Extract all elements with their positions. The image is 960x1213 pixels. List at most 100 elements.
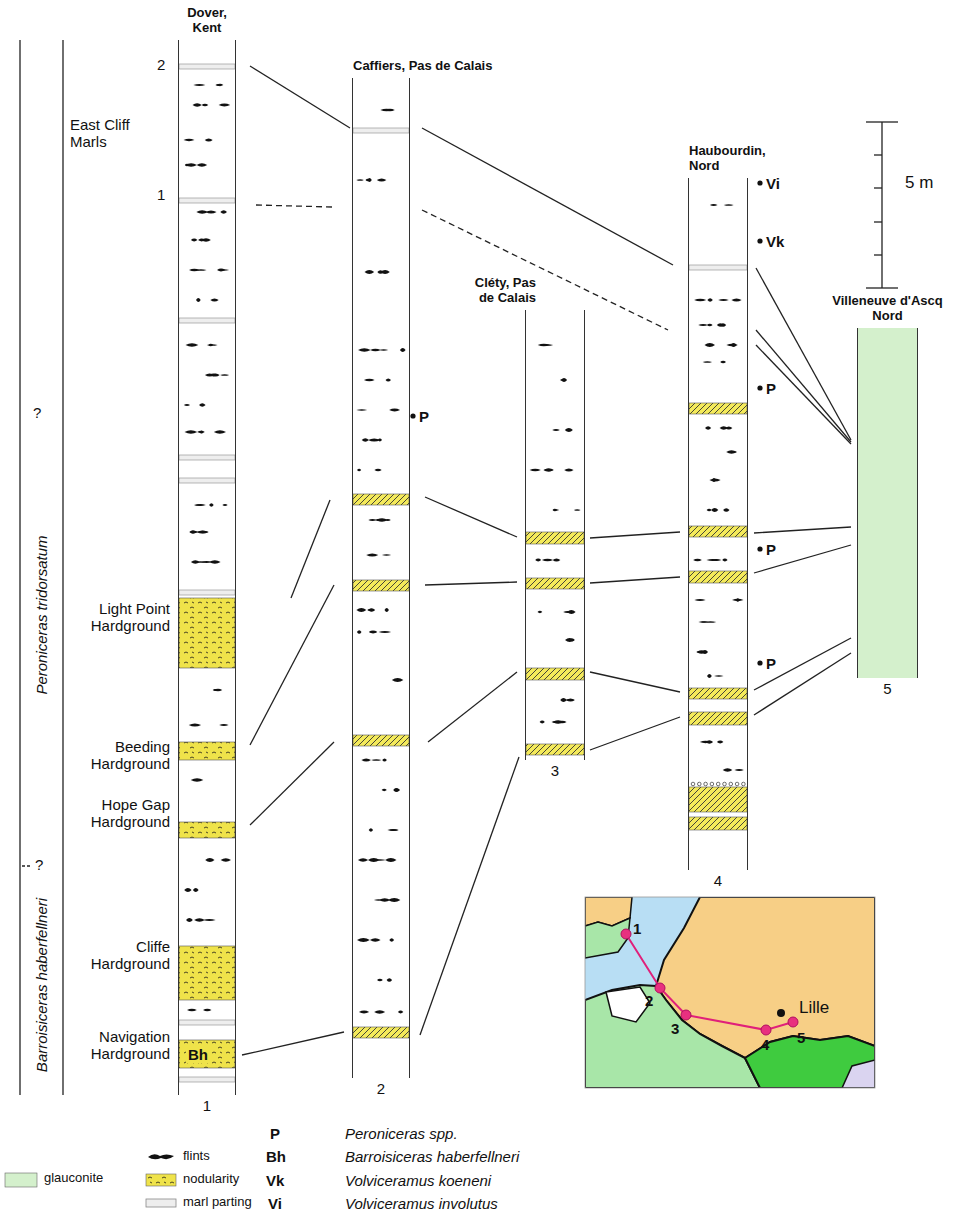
flint xyxy=(184,404,190,406)
site-marker xyxy=(761,1025,771,1035)
column-number: 3 xyxy=(551,763,559,780)
flint xyxy=(365,270,375,274)
flint xyxy=(191,239,198,242)
scale-tick xyxy=(866,287,898,288)
flint xyxy=(209,503,214,507)
flint xyxy=(535,559,541,562)
flint xyxy=(210,374,217,377)
flint xyxy=(732,599,744,601)
flint xyxy=(723,508,729,512)
flint xyxy=(553,509,559,511)
flint xyxy=(210,298,218,301)
flint xyxy=(389,938,394,942)
flint xyxy=(374,1010,385,1013)
map-frame xyxy=(585,897,875,1088)
land xyxy=(842,1060,875,1088)
hardground-band xyxy=(689,403,747,414)
sea xyxy=(585,897,875,1088)
correlation-line xyxy=(420,757,519,1035)
flint xyxy=(565,699,574,701)
hardground-name: Light Point Hardground xyxy=(75,600,170,635)
map-site-number: 3 xyxy=(671,1020,679,1037)
column-heading: Caffiers, Pas de Calais xyxy=(353,58,553,74)
flint xyxy=(538,611,543,613)
flint xyxy=(217,84,224,86)
flint xyxy=(707,324,713,327)
flint xyxy=(187,1009,197,1011)
flint xyxy=(566,699,575,702)
marl-swatch xyxy=(146,1199,176,1207)
legend-text: glauconite xyxy=(44,1171,103,1186)
hardground-band xyxy=(526,578,584,589)
hardground-name: Hope Gap Hardground xyxy=(75,796,170,831)
hardground-band xyxy=(179,598,235,668)
flint xyxy=(205,858,214,862)
stratigraphic-column: Caffiers, Pas de Calais2 xyxy=(352,78,410,1078)
hardground-band xyxy=(353,494,409,505)
fossil-code: Bh xyxy=(186,1046,210,1063)
flint xyxy=(357,469,361,471)
flint xyxy=(214,689,223,692)
flint xyxy=(369,828,373,831)
scale-tick xyxy=(874,254,882,255)
site-marker xyxy=(621,929,631,939)
flint xyxy=(214,430,226,434)
flint xyxy=(203,1009,212,1012)
flint xyxy=(558,721,566,723)
flint-swatch xyxy=(148,1154,174,1159)
fossil-dot xyxy=(757,238,762,243)
flint xyxy=(385,608,389,612)
flint xyxy=(356,608,366,612)
flint xyxy=(717,741,724,744)
flint xyxy=(362,438,369,441)
flint xyxy=(718,299,729,301)
flint xyxy=(705,343,716,347)
flint xyxy=(357,938,370,942)
flint xyxy=(382,554,391,556)
legend-swatches xyxy=(146,1154,176,1207)
location-map xyxy=(585,897,875,1088)
flint xyxy=(193,888,199,892)
correlation-line xyxy=(422,128,673,265)
flint xyxy=(720,361,726,363)
flint xyxy=(368,608,375,611)
flint xyxy=(189,723,201,726)
flint xyxy=(379,349,388,351)
map-site-number: 4 xyxy=(761,1036,769,1053)
hardground-band xyxy=(689,526,747,537)
scale-label: 5 m xyxy=(905,173,933,193)
site-marker xyxy=(788,1017,798,1027)
flint xyxy=(366,179,370,182)
flint xyxy=(207,344,218,346)
flint xyxy=(540,721,545,724)
flint xyxy=(369,631,378,634)
flint xyxy=(199,403,206,406)
flint xyxy=(389,829,398,831)
flint xyxy=(722,559,727,562)
uncertainty-mark: ? xyxy=(33,404,41,421)
marl-parting xyxy=(179,318,235,323)
hardground-band xyxy=(689,817,747,830)
flint xyxy=(564,469,573,472)
city-dot xyxy=(777,1009,785,1017)
fossil-code: P xyxy=(419,408,429,425)
flint xyxy=(186,918,193,922)
flint xyxy=(197,531,208,534)
column-heading: Haubourdin, Nord xyxy=(689,143,773,174)
column-heading: Dover, Kent xyxy=(179,5,235,36)
correlation-line xyxy=(250,585,334,745)
hardground-name: Beeding Hardground xyxy=(75,738,170,773)
correlation-line xyxy=(590,577,680,583)
land xyxy=(585,918,630,958)
flint xyxy=(205,139,213,142)
correlation-line xyxy=(754,653,851,715)
route-line xyxy=(626,934,793,1030)
flint xyxy=(565,638,574,642)
flint xyxy=(714,675,724,677)
marl-parting xyxy=(179,64,235,69)
flint xyxy=(374,469,381,472)
flint xyxy=(723,768,733,772)
flint xyxy=(368,858,380,862)
flint xyxy=(696,650,707,653)
fossil-code: P xyxy=(766,380,776,397)
